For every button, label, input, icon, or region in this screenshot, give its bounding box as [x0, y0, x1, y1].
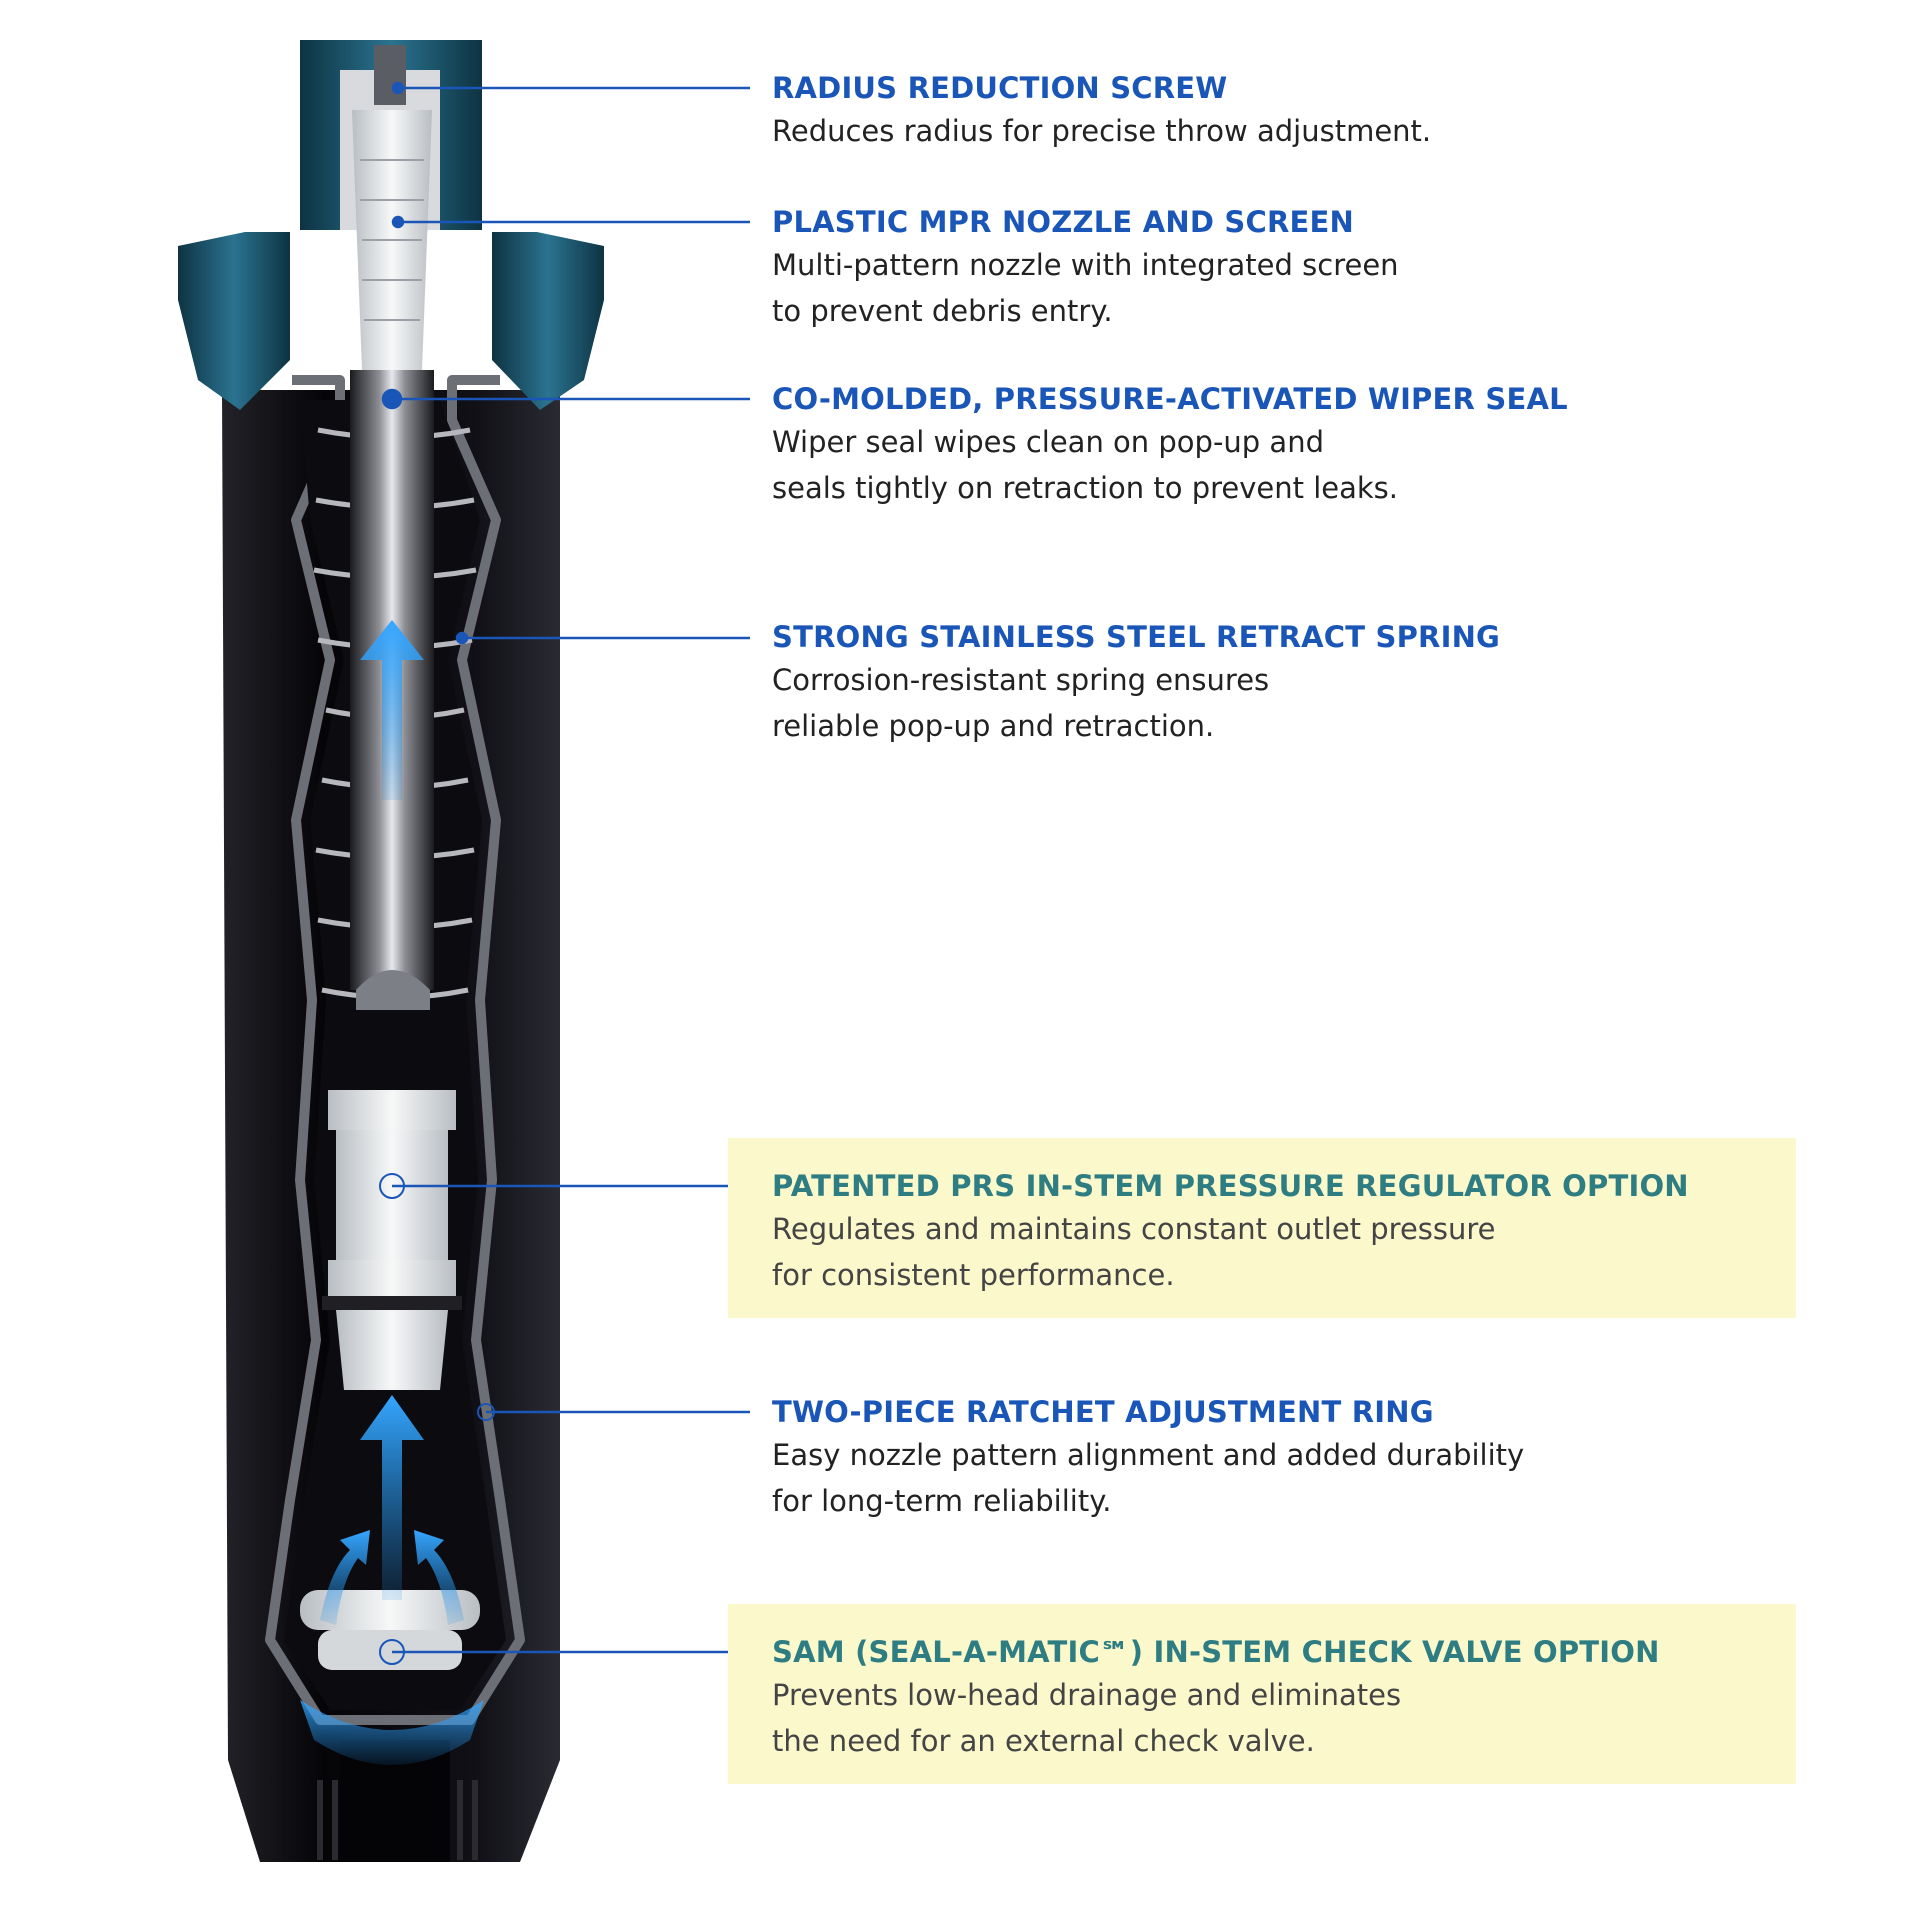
callout-pressure-regulator-option: PATENTED PRS IN-STEM PRESSURE REGULATOR …: [728, 1138, 1796, 1318]
callout-desc: Multi-pattern nozzle with integrated scr…: [772, 248, 1399, 282]
callout-desc: Prevents low-head drainage and eliminate…: [772, 1678, 1402, 1712]
callout-desc: the need for an external check valve.: [772, 1724, 1315, 1758]
callout-wiper-seal: CO-MOLDED, PRESSURE-ACTIVATED WIPER SEAL…: [772, 379, 1772, 511]
callout-desc: for consistent performance.: [772, 1258, 1175, 1292]
leader-lines: [379, 81, 750, 1665]
callout-title: PATENTED PRS IN-STEM PRESSURE REGULATOR …: [772, 1169, 1689, 1203]
callout-desc: Corrosion-resistant spring ensures: [772, 663, 1270, 697]
callout-title: PLASTIC MPR NOZZLE AND SCREEN: [772, 205, 1354, 239]
body-cap-right: [492, 232, 604, 410]
callout-retract-spring: STRONG STAINLESS STEEL RETRACT SPRING Co…: [772, 617, 1772, 749]
callout-desc: Wiper seal wipes clean on pop-up and: [772, 425, 1324, 459]
callout-desc: reliable pop-up and retraction.: [772, 709, 1215, 743]
callout-nozzle-and-screen: PLASTIC MPR NOZZLE AND SCREEN Multi-patt…: [772, 202, 1772, 334]
callout-desc: seals tightly on retraction to prevent l…: [772, 471, 1399, 505]
check-valve: [300, 1590, 480, 1670]
callout-title: RADIUS REDUCTION SCREW: [772, 71, 1228, 105]
callout-desc: to prevent debris entry.: [772, 294, 1113, 328]
callout-desc: Easy nozzle pattern alignment and added …: [772, 1438, 1525, 1472]
stem-end: [356, 970, 430, 1010]
water-flow-arrows: [300, 620, 484, 1765]
callout-desc: Regulates and maintains constant outlet …: [772, 1212, 1496, 1246]
inner-cavity: [284, 400, 506, 1710]
callout-radius-reduction-screw: RADIUS REDUCTION SCREW Reduces radius fo…: [772, 68, 1772, 154]
callout-title: CO-MOLDED, PRESSURE-ACTIVATED WIPER SEAL: [772, 382, 1568, 416]
screen-mesh: [360, 159, 424, 321]
callout-desc: for long-term reliability.: [772, 1484, 1112, 1518]
callout-title: STRONG STAINLESS STEEL RETRACT SPRING: [772, 620, 1501, 654]
inlet-threads: [317, 1780, 478, 1860]
radius-screw: [374, 45, 406, 105]
callout-check-valve-option: SAM (SEAL-A-MATIC℠) IN-STEM CHECK VALVE …: [728, 1604, 1796, 1784]
callout-ratchet-ring: TWO-PIECE RATCHET ADJUSTMENT RING Easy n…: [772, 1392, 1772, 1524]
callout-title: TWO-PIECE RATCHET ADJUSTMENT RING: [772, 1395, 1434, 1429]
callout-desc: Reduces radius for precise throw adjustm…: [772, 114, 1432, 148]
callout-title: SAM (SEAL-A-MATIC℠) IN-STEM CHECK VALVE …: [772, 1635, 1660, 1669]
body-cap: [178, 232, 290, 410]
pressure-regulator: [322, 1090, 462, 1390]
